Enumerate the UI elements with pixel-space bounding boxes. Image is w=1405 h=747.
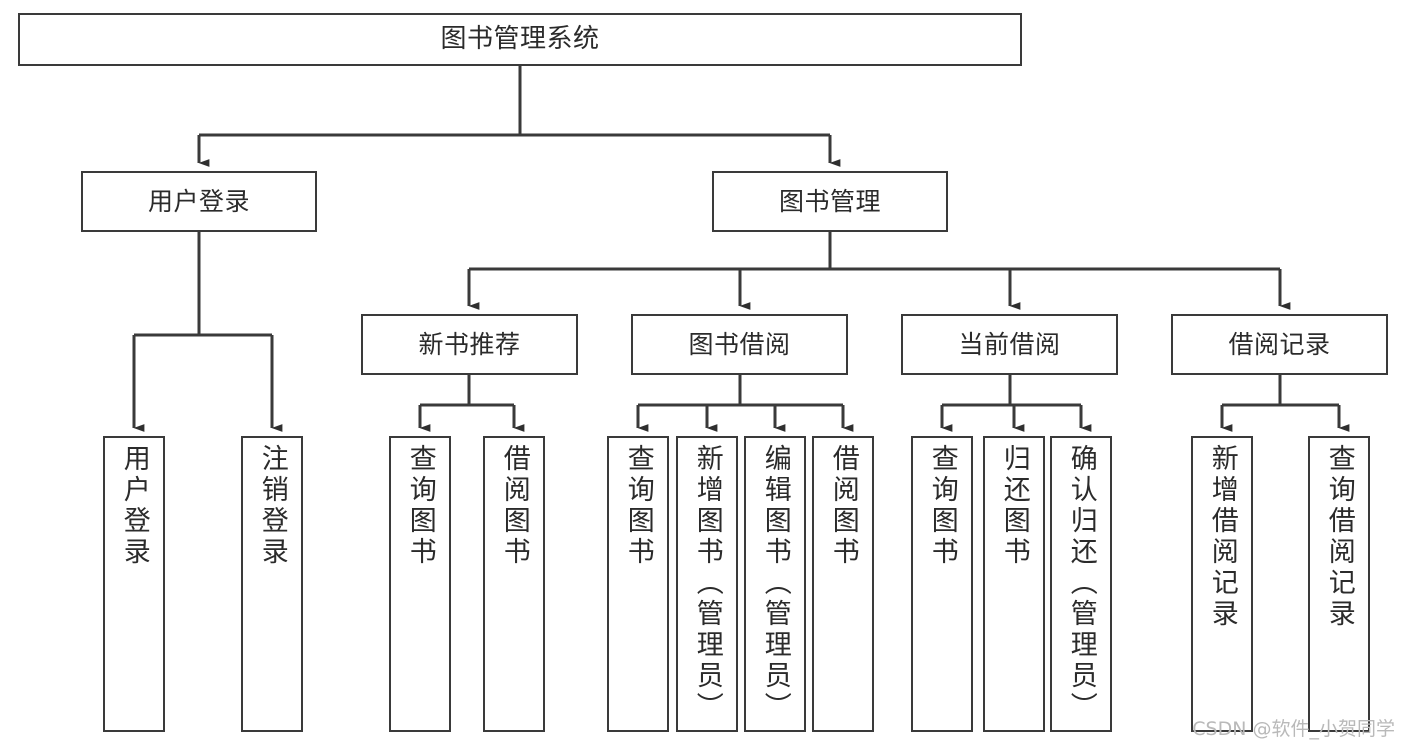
- leaf-user-login[interactable]: 用户登录: [103, 436, 165, 732]
- node-user-login-label: 用户登录: [147, 186, 250, 216]
- leaf-add-book-label: 新增图书（管理员）: [691, 444, 723, 723]
- node-current-borrow[interactable]: 当前借阅: [901, 314, 1118, 375]
- leaf-query-book-borrow-label: 查询图书: [622, 444, 654, 568]
- leaf-return-book-label: 归还图书: [998, 444, 1030, 568]
- leaf-return-book[interactable]: 归还图书: [983, 436, 1045, 732]
- leaf-borrow-book[interactable]: 借阅图书: [812, 436, 874, 732]
- node-borrow-record-label: 借阅记录: [1228, 329, 1331, 359]
- leaf-borrow-book-label: 借阅图书: [827, 444, 859, 568]
- leaf-query-borrow-record-label: 查询借阅记录: [1323, 444, 1355, 630]
- leaf-add-borrow-record-label: 新增借阅记录: [1206, 444, 1238, 630]
- node-borrow-record[interactable]: 借阅记录: [1171, 314, 1388, 375]
- node-book-borrow-label: 图书借阅: [688, 329, 791, 359]
- node-book-manage[interactable]: 图书管理: [712, 171, 948, 232]
- leaf-logout-label: 注销登录: [256, 444, 288, 568]
- csdn-watermark: CSDN @软件_小贺同学: [1192, 718, 1395, 740]
- node-current-borrow-label: 当前借阅: [958, 329, 1061, 359]
- leaf-user-login-label: 用户登录: [118, 444, 150, 568]
- node-user-login[interactable]: 用户登录: [81, 171, 317, 232]
- leaf-query-book-recommend-label: 查询图书: [404, 444, 436, 568]
- leaf-borrow-book-recommend[interactable]: 借阅图书: [483, 436, 545, 732]
- leaf-add-borrow-record[interactable]: 新增借阅记录: [1191, 436, 1253, 732]
- node-new-book-recommend-label: 新书推荐: [418, 329, 521, 359]
- node-new-book-recommend[interactable]: 新书推荐: [361, 314, 578, 375]
- leaf-confirm-return[interactable]: 确认归还（管理员）: [1050, 436, 1112, 732]
- leaf-query-book-current-label: 查询图书: [926, 444, 958, 568]
- node-root[interactable]: 图书管理系统: [18, 13, 1022, 66]
- leaf-borrow-book-recommend-label: 借阅图书: [498, 444, 530, 568]
- leaf-query-borrow-record[interactable]: 查询借阅记录: [1308, 436, 1370, 732]
- node-book-borrow[interactable]: 图书借阅: [631, 314, 848, 375]
- node-book-manage-label: 图书管理: [778, 186, 881, 216]
- leaf-logout[interactable]: 注销登录: [241, 436, 303, 732]
- node-root-label: 图书管理系统: [440, 24, 600, 55]
- leaf-edit-book-label: 编辑图书（管理员）: [759, 444, 791, 723]
- leaf-query-book-borrow[interactable]: 查询图书: [607, 436, 669, 732]
- leaf-edit-book[interactable]: 编辑图书（管理员）: [744, 436, 806, 732]
- leaf-query-book-recommend[interactable]: 查询图书: [389, 436, 451, 732]
- leaf-confirm-return-label: 确认归还（管理员）: [1065, 444, 1097, 723]
- leaf-query-book-current[interactable]: 查询图书: [911, 436, 973, 732]
- leaf-add-book[interactable]: 新增图书（管理员）: [676, 436, 738, 732]
